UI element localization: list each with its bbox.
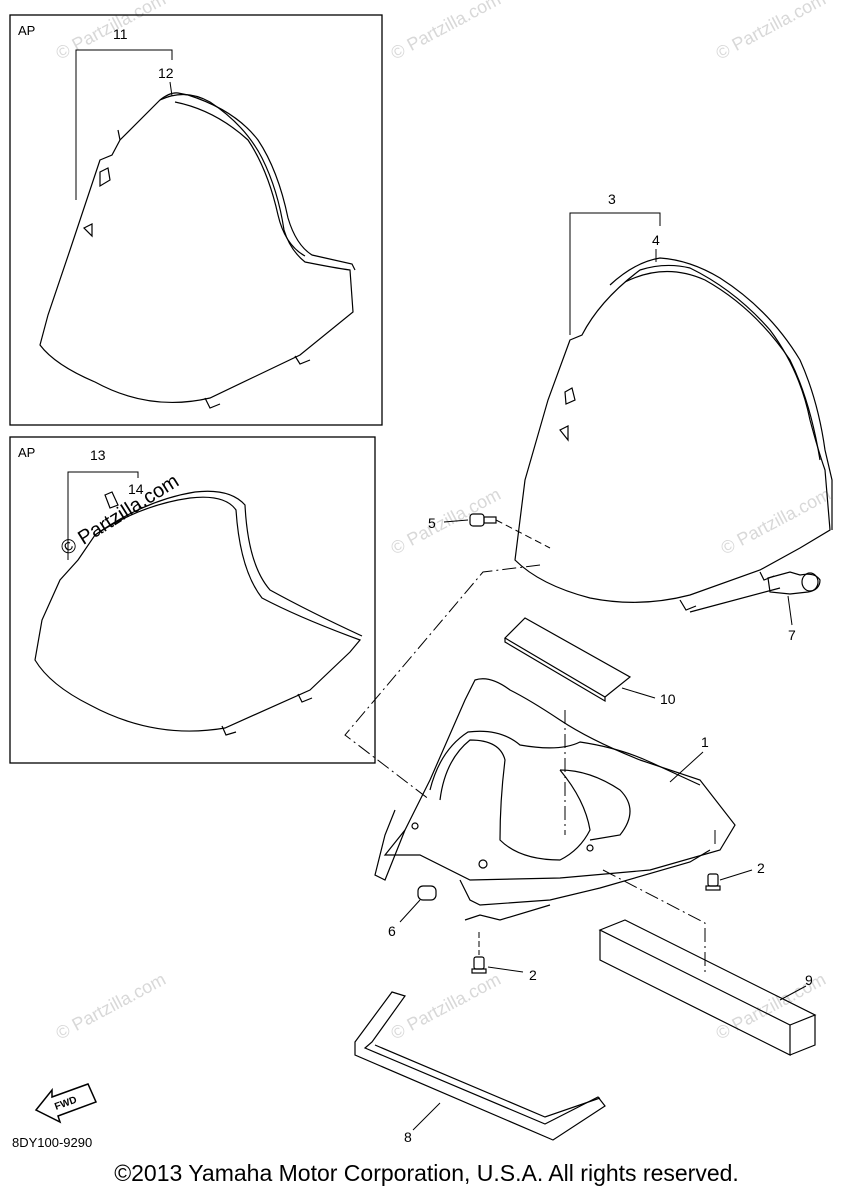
grommet-6 [417,885,437,901]
callout-13: 13 [90,447,106,463]
callout-8: 8 [404,1129,412,1145]
guide-lines [344,564,716,975]
cowling-1 [374,678,736,921]
windshield-3 [514,257,833,613]
callout-10: 10 [660,691,676,707]
windshield-11 [39,92,356,409]
callout-1: 1 [701,734,709,750]
diagram-code: 8DY100-9290 [12,1135,92,1150]
leader-12 [169,81,173,97]
leader-8 [412,1102,441,1131]
top-ap-label: AP [18,23,35,38]
middle-ap-label: AP [18,445,35,460]
callout-6: 6 [388,923,396,939]
fwd-arrow-icon: FWD [34,1083,98,1124]
callout-2-bottom: 2 [529,967,537,983]
watermark-light: © Partzilla.com [387,484,503,559]
screw-2-bottom [471,956,487,974]
middle-ap-box [9,436,376,764]
leader-9 [779,985,807,1001]
callout-4: 4 [652,232,660,248]
pad-10 [504,617,632,703]
dashed-5 [495,519,551,549]
callout-5: 5 [428,515,436,531]
watermark-light: © Partzilla.com [387,0,503,64]
callout-11: 11 [113,26,128,42]
foam-block-9 [598,919,817,1056]
callout-12: 12 [158,65,174,81]
watermark-light: © Partzilla.com [712,0,828,64]
leader-2-bottom [487,966,524,973]
callout-3: 3 [608,191,616,207]
bracket-13 [67,471,139,560]
nut-7 [767,571,821,595]
callout-14: 14 [128,481,144,497]
callout-9: 9 [805,972,813,988]
screw-2-right [705,873,721,891]
watermark-light: © Partzilla.com [717,484,833,559]
leader-2-right [719,869,753,881]
leader-1 [669,751,704,783]
bracket-11 [75,49,173,200]
leader-6 [399,899,421,923]
top-ap-box [9,14,383,426]
windshield-13 [34,490,363,736]
watermark-dark: © Partzilla.com [57,470,183,560]
leader-7 [787,595,793,626]
seal-8 [354,991,606,1141]
bracket-3 [569,212,661,335]
leader-5 [443,519,469,523]
callout-7: 7 [788,627,796,643]
watermark-light-group: © Partzilla.com © Partzilla.com © Partzi… [52,0,833,1044]
watermark-light: © Partzilla.com [387,969,503,1044]
watermark-light: © Partzilla.com [52,969,168,1044]
watermark-light: © Partzilla.com [52,0,168,64]
leader-10 [621,687,656,699]
copyright-text: ©2013 Yamaha Motor Corporation, U.S.A. A… [114,1160,739,1186]
callout-2-right: 2 [757,860,765,876]
